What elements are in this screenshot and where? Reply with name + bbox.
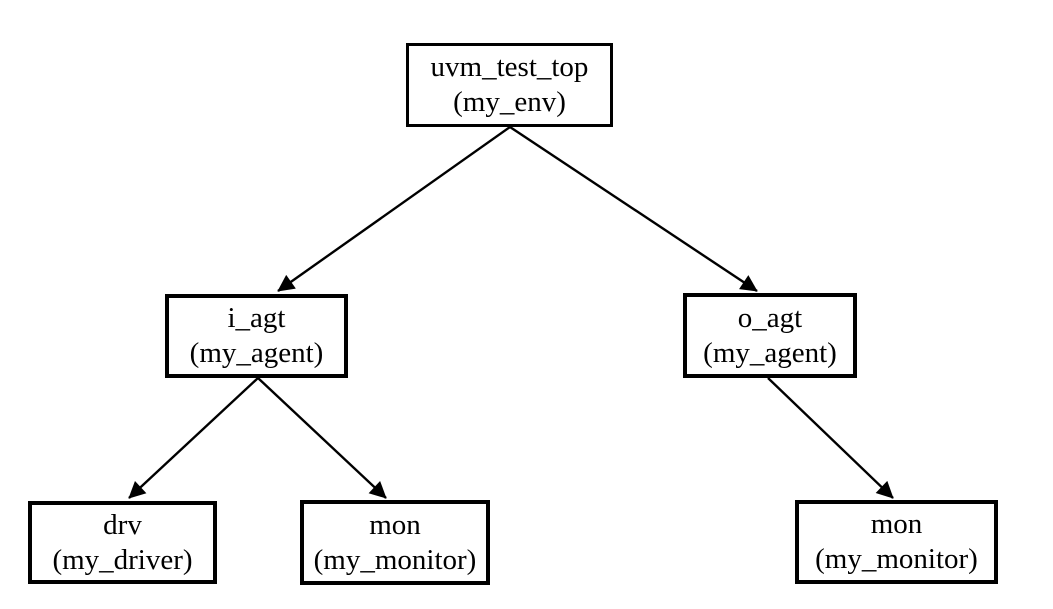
node-o-agt: o_agt (my_agent)	[683, 293, 857, 378]
edge-i-agt-to-mon	[257, 377, 387, 499]
edge-uvm-test-top-to-i-agt	[277, 126, 511, 292]
node-class-label: (my_driver)	[52, 543, 193, 576]
node-instance-label: drv	[103, 508, 142, 541]
node-instance-label: mon	[870, 508, 923, 540]
node-mon-i: mon (my_monitor)	[300, 500, 490, 585]
node-instance-label: uvm_test_top	[430, 51, 589, 83]
node-drv: drv (my_driver)	[28, 501, 217, 584]
node-class-label: (my_agent)	[189, 337, 324, 369]
node-mon-o: mon (my_monitor)	[795, 500, 998, 584]
edge-i-agt-to-drv	[128, 377, 259, 499]
node-i-agt: i_agt (my_agent)	[165, 294, 348, 378]
node-instance-label: i_agt	[227, 302, 286, 334]
node-class-label: (my_env)	[453, 86, 566, 118]
edge-o-agt-to-mon	[767, 377, 894, 499]
node-uvm-test-top: uvm_test_top (my_env)	[406, 43, 613, 127]
edge-uvm-test-top-to-o-agt	[509, 126, 758, 292]
node-class-label: (my_monitor)	[815, 543, 978, 575]
node-class-label: (my_agent)	[703, 336, 837, 369]
node-instance-label: mon	[369, 508, 421, 541]
node-instance-label: o_agt	[737, 301, 803, 334]
node-class-label: (my_monitor)	[313, 543, 477, 576]
